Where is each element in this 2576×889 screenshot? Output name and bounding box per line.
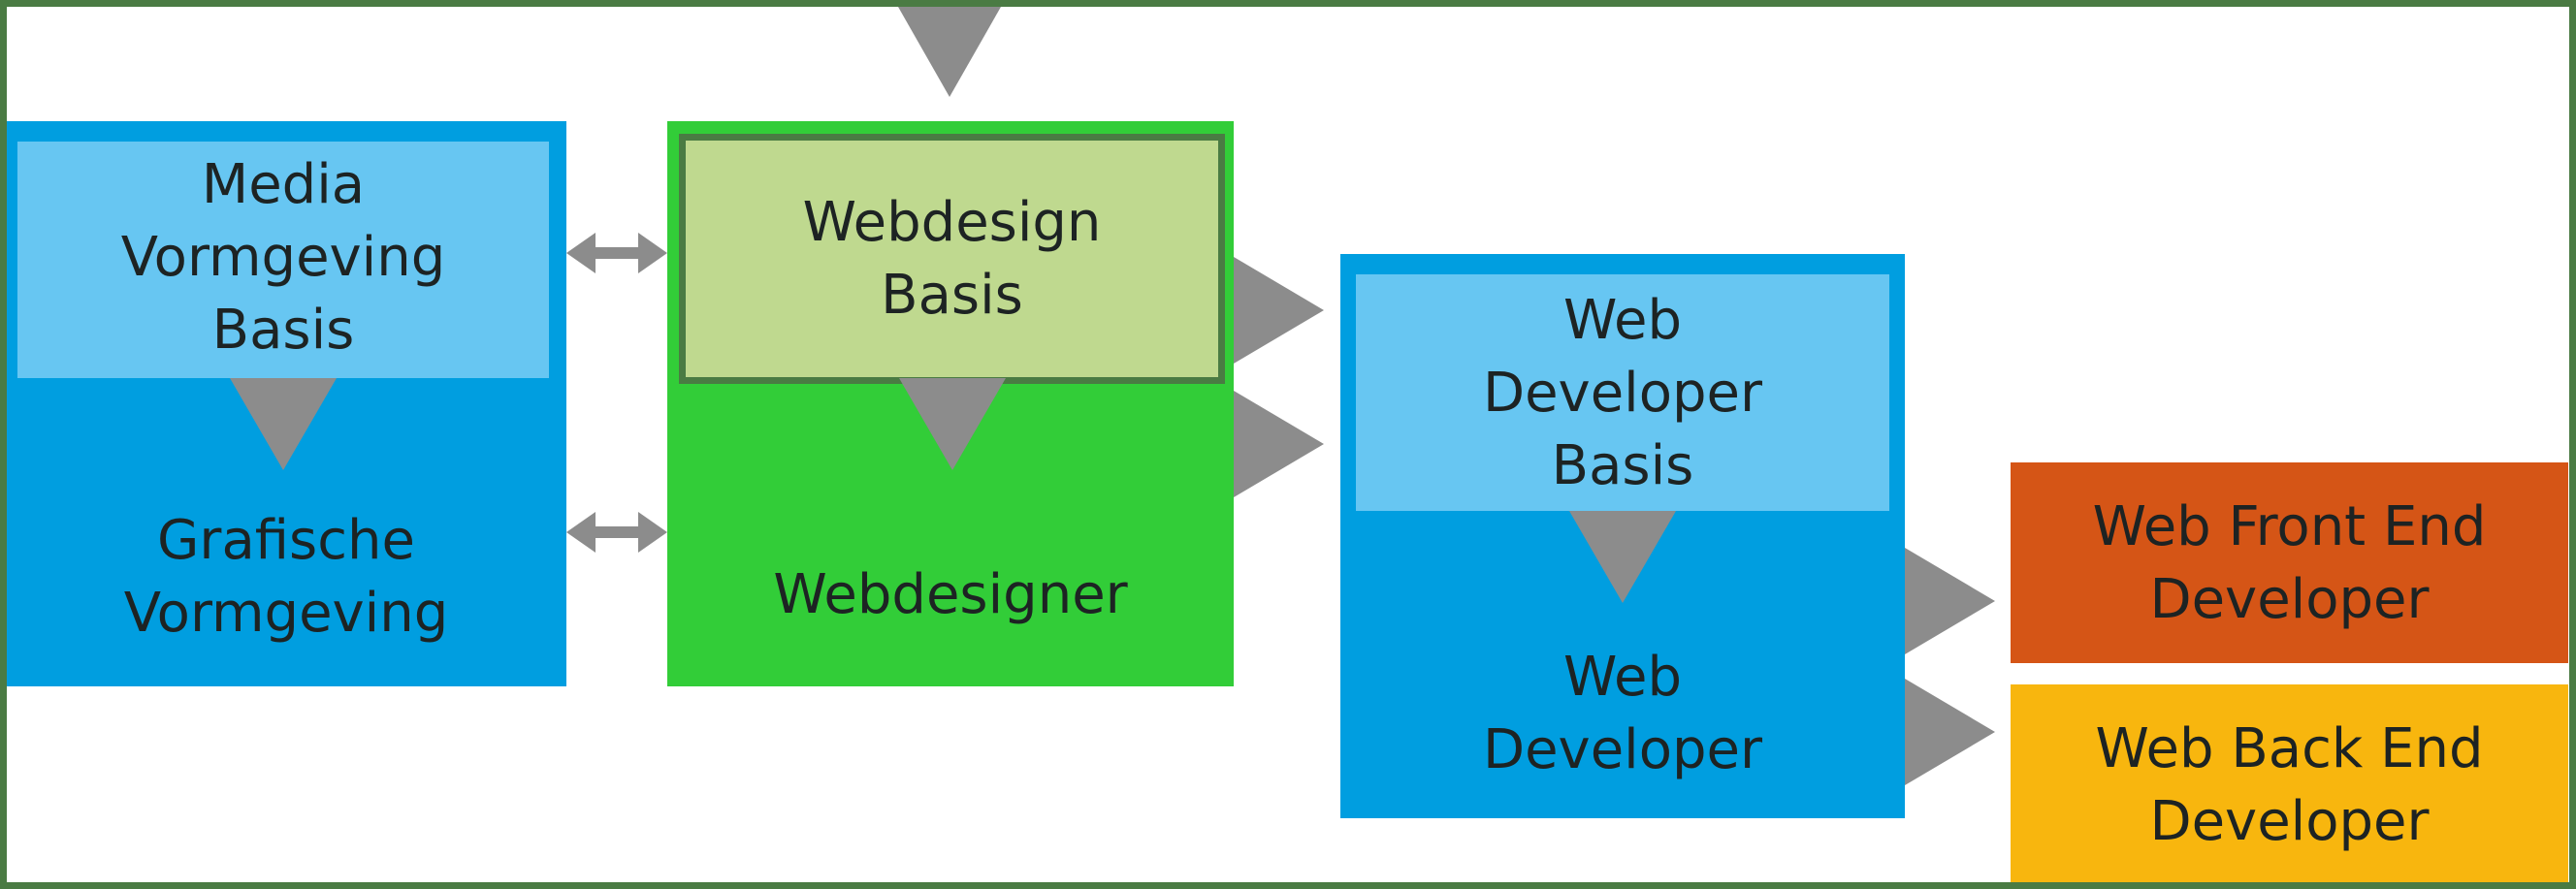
arrow-to-front-end — [1905, 548, 1995, 654]
arrow-to-back-end — [1905, 679, 1995, 785]
arrow-media-to-grafische — [230, 378, 337, 470]
double-arrow-bottom — [566, 512, 667, 553]
arrow-webdesign-basis-to-developer — [1234, 257, 1324, 364]
web-front-end-developer-box — [2011, 462, 2568, 663]
media-vormgeving-basis-box — [17, 142, 549, 378]
web-back-end-developer-label: Web Back End Developer — [2095, 717, 2484, 853]
double-arrow-top — [566, 233, 667, 273]
arrow-webdesigner-to-developer — [1234, 391, 1324, 497]
arrow-webdesign-basis-to-webdesigner — [899, 378, 1006, 470]
web-front-end-developer-label: Web Front End Developer — [2092, 495, 2487, 631]
webdesign-basis-label: Webdesign Basis — [802, 191, 1102, 327]
web-developer-label: Web Developer — [1482, 646, 1762, 781]
entry-arrow-down — [898, 7, 1001, 97]
web-developer-basis-label: Web Developer Basis — [1482, 288, 1762, 497]
webdesigner-label: Webdesigner — [773, 562, 1128, 626]
media-vormgeving-basis-label: Media Vormgeving Basis — [120, 152, 446, 362]
arrow-developer-basis-to-developer — [1569, 511, 1676, 603]
web-back-end-developer-box — [2011, 684, 2568, 882]
grafische-vormgeving-label: Grafische Vormgeving — [123, 509, 449, 645]
webdesign-basis-box — [679, 134, 1225, 384]
web-developer-basis-box — [1356, 274, 1889, 511]
